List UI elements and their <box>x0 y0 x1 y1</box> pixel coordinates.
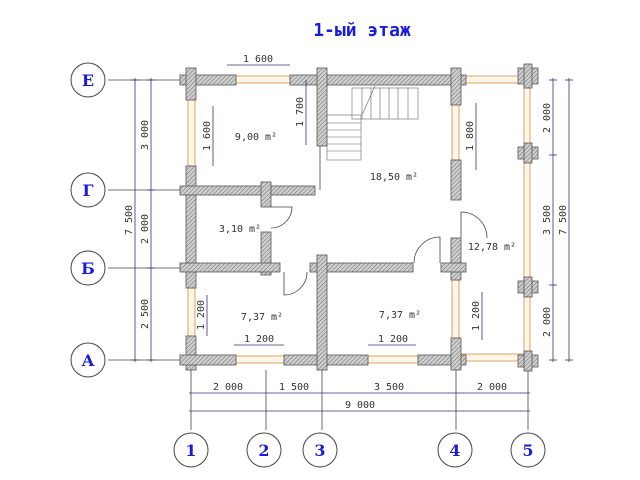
dim-window-left-bottom: 1 200 <box>196 300 207 330</box>
dim-right-seg-1: 2 000 <box>542 103 553 133</box>
dim-window-bottom-mid: 1 200 <box>378 334 408 345</box>
dim-right-outer: 7 500 <box>558 205 569 235</box>
svg-text:3: 3 <box>314 441 325 460</box>
grid-lines-horizontal <box>108 79 180 361</box>
dim-window-bottom-left: 1 200 <box>244 334 274 345</box>
dim-bottom-seg-4: 2 000 <box>477 382 507 393</box>
dim-wall-1700: 1 700 <box>295 97 306 127</box>
dim-left-outer: 7 500 <box>124 205 135 235</box>
dim-window-left-top: 1 600 <box>202 121 213 151</box>
dim-bottom-total: 9 000 <box>345 400 375 411</box>
axis-marker-4: 4 <box>437 432 473 468</box>
dim-left-seg-1: 3 000 <box>140 120 151 150</box>
dim-window-right-bottom: 1 200 <box>471 301 482 331</box>
dim-window-top: 1 600 <box>243 54 273 65</box>
svg-text:Г: Г <box>82 181 93 200</box>
axis-marker-5: 5 <box>510 432 546 468</box>
plan-title: 1-ый этаж <box>313 20 411 41</box>
dim-left-seg-2: 2 000 <box>140 214 151 244</box>
axis-marker-E: Е <box>70 62 106 98</box>
right-dimensions: 2 000 3 500 2 000 7 500 <box>542 78 573 362</box>
window-dimensions: 1 600 1 600 1 700 1 800 1 200 1 200 1 20… <box>196 54 483 346</box>
room-area-5: 7,37 m² <box>241 312 283 323</box>
axis-marker-3: 3 <box>302 432 338 468</box>
svg-text:1: 1 <box>185 441 196 460</box>
dim-bottom-seg-1: 2 000 <box>213 382 243 393</box>
staircase <box>326 85 419 161</box>
axis-marker-1: 1 <box>173 432 209 468</box>
dim-right-seg-3: 2 000 <box>542 307 553 337</box>
room-area-3: 3,10 m² <box>219 224 261 235</box>
grid-lines-vertical <box>190 370 529 430</box>
svg-text:2: 2 <box>258 441 269 460</box>
dim-bottom-seg-2: 1 500 <box>279 382 309 393</box>
svg-text:5: 5 <box>522 441 533 460</box>
svg-text:Е: Е <box>82 71 94 90</box>
svg-text:4: 4 <box>449 441 460 460</box>
room-area-4: 12,78 m² <box>468 242 516 253</box>
axis-marker-B: Б <box>70 250 106 286</box>
room-area-6: 7,37 m² <box>379 310 421 321</box>
dim-bottom-seg-3: 3 500 <box>374 382 404 393</box>
walls <box>179 63 539 372</box>
dim-right-seg-2: 3 500 <box>542 205 553 235</box>
doors <box>270 206 488 296</box>
room-area-1: 9,00 m² <box>235 132 277 143</box>
dim-window-right-top: 1 800 <box>465 121 476 151</box>
svg-text:Б: Б <box>81 259 95 278</box>
room-area-2: 18,50 m² <box>370 172 418 183</box>
axis-marker-2: 2 <box>246 432 282 468</box>
dim-left-seg-3: 2 500 <box>140 299 151 329</box>
axis-marker-G: Г <box>70 172 106 208</box>
left-dimensions: 7 500 3 000 2 000 2 500 <box>124 78 155 362</box>
svg-text:А: А <box>81 351 94 370</box>
axis-marker-A: А <box>70 342 106 378</box>
bottom-dimensions: 2 000 1 500 3 500 2 000 9 000 <box>189 382 530 412</box>
